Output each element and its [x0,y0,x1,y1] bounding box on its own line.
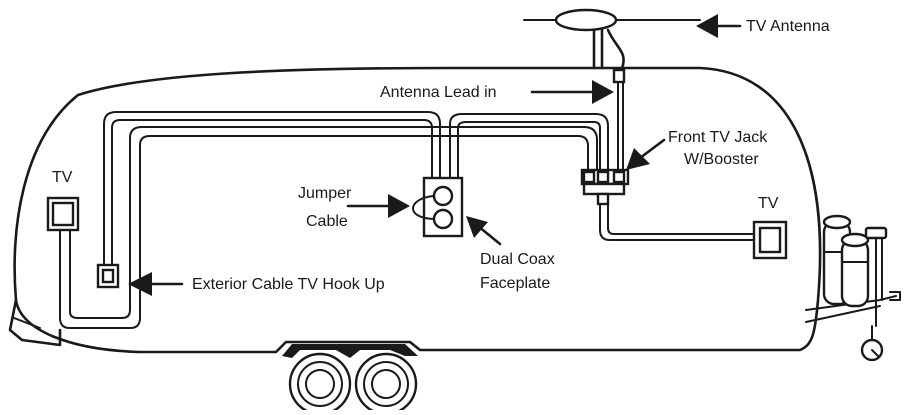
rear-wheel [288,352,352,415]
label-jumper-line2: Cable [306,213,348,230]
label-jumper-line1: Jumper [298,185,352,202]
arrow-jumper-cable [346,194,410,218]
trailer-body-outline [13,66,822,354]
label-tv-left: TV [52,169,73,186]
rear-bumper [8,298,62,347]
tv-left[interactable] [46,196,80,232]
arrow-front-tv-jack [626,138,666,170]
rear-bumper-base [13,317,41,329]
arrow-exterior-hookup [128,272,184,296]
antenna-lead-in-cable [612,68,626,173]
label-front-tv-jack-line2: W/Booster [684,151,759,168]
label-exterior-hookup: Exterior Cable TV Hook Up [192,276,385,293]
label-tv-antenna: TV Antenna [746,18,830,35]
label-tv-right: TV [758,195,779,212]
arrow-antenna-lead-in [530,80,614,104]
front-wheel [354,352,418,415]
propane-tank-right [840,232,870,308]
coax-run-right-tv [599,197,755,241]
coax-run-left-tv [59,126,598,329]
label-dual-coax-line2: Faceplate [480,275,550,292]
label-antenna-lead-in: Antenna Lead in [380,84,497,101]
label-dual-coax-line1: Dual Coax [480,251,555,268]
hitch-tongue [805,291,901,323]
tongue-jack [860,226,888,362]
coax-run-faceplate-to-jack [449,113,609,179]
arrow-tv-antenna [696,14,742,38]
jumper-cable [412,195,435,220]
tv-antenna [523,8,701,70]
label-front-tv-jack-line1: Front TV Jack [668,129,768,146]
coax-run-exterior-hookup [103,111,441,266]
tv-right[interactable] [752,220,788,260]
dual-coax-faceplate[interactable] [422,176,464,238]
wheel-well [282,344,418,358]
arrow-dual-coax-faceplate [466,216,502,246]
exterior-cable-hookup[interactable] [96,263,120,289]
front-tv-jack-booster[interactable] [580,168,630,206]
